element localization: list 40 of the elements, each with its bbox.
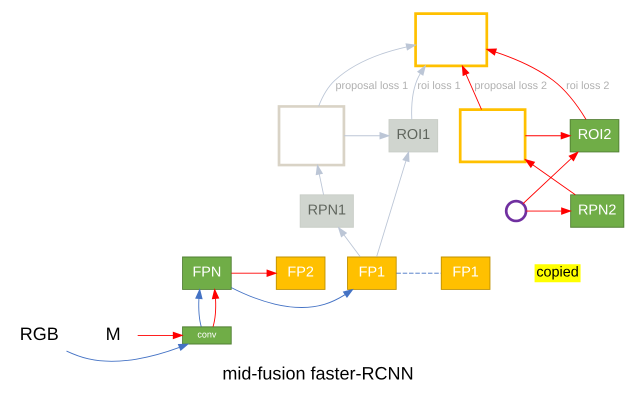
edge-label: roi loss 1	[417, 79, 461, 92]
node-box: RPN1	[300, 194, 354, 228]
arrow	[338, 226, 361, 257]
node-box: FP1	[347, 256, 397, 290]
arrow	[230, 268, 278, 277]
node-box: FP1	[440, 256, 490, 290]
node-text: RGB	[20, 323, 59, 344]
arrow	[376, 150, 410, 257]
node-box	[414, 12, 488, 67]
arrow	[524, 158, 576, 195]
edge-label: proposal loss 2	[474, 79, 548, 92]
node-box: FPN	[182, 256, 232, 290]
arrow	[526, 206, 572, 214]
arrow	[411, 64, 426, 120]
arrow	[486, 48, 586, 120]
arrow	[212, 288, 220, 327]
node-text: M	[106, 323, 121, 344]
node-box: ROI1	[388, 118, 438, 152]
caption: mid-fusion faster-RCNN	[222, 362, 414, 383]
arrow	[230, 286, 354, 308]
arrow	[318, 42, 417, 106]
arrow	[137, 331, 184, 339]
arrow	[316, 163, 324, 194]
node-box: conv	[182, 326, 232, 344]
arrow	[344, 131, 390, 140]
edge-label: proposal loss 1	[336, 79, 408, 92]
connector	[396, 272, 442, 274]
node-circle	[504, 199, 528, 222]
arrow	[522, 150, 579, 204]
node-box: RPN2	[570, 194, 624, 228]
arrow	[66, 343, 190, 362]
node-box: ROI2	[570, 118, 620, 152]
node-box	[458, 108, 526, 163]
node-box: FP2	[276, 256, 326, 290]
arrow	[462, 64, 482, 110]
arrow	[524, 131, 572, 140]
arrow	[195, 288, 203, 327]
node-box	[278, 104, 346, 166]
edge-label: roi loss 2	[566, 79, 610, 92]
node-label: copied	[536, 264, 579, 280]
